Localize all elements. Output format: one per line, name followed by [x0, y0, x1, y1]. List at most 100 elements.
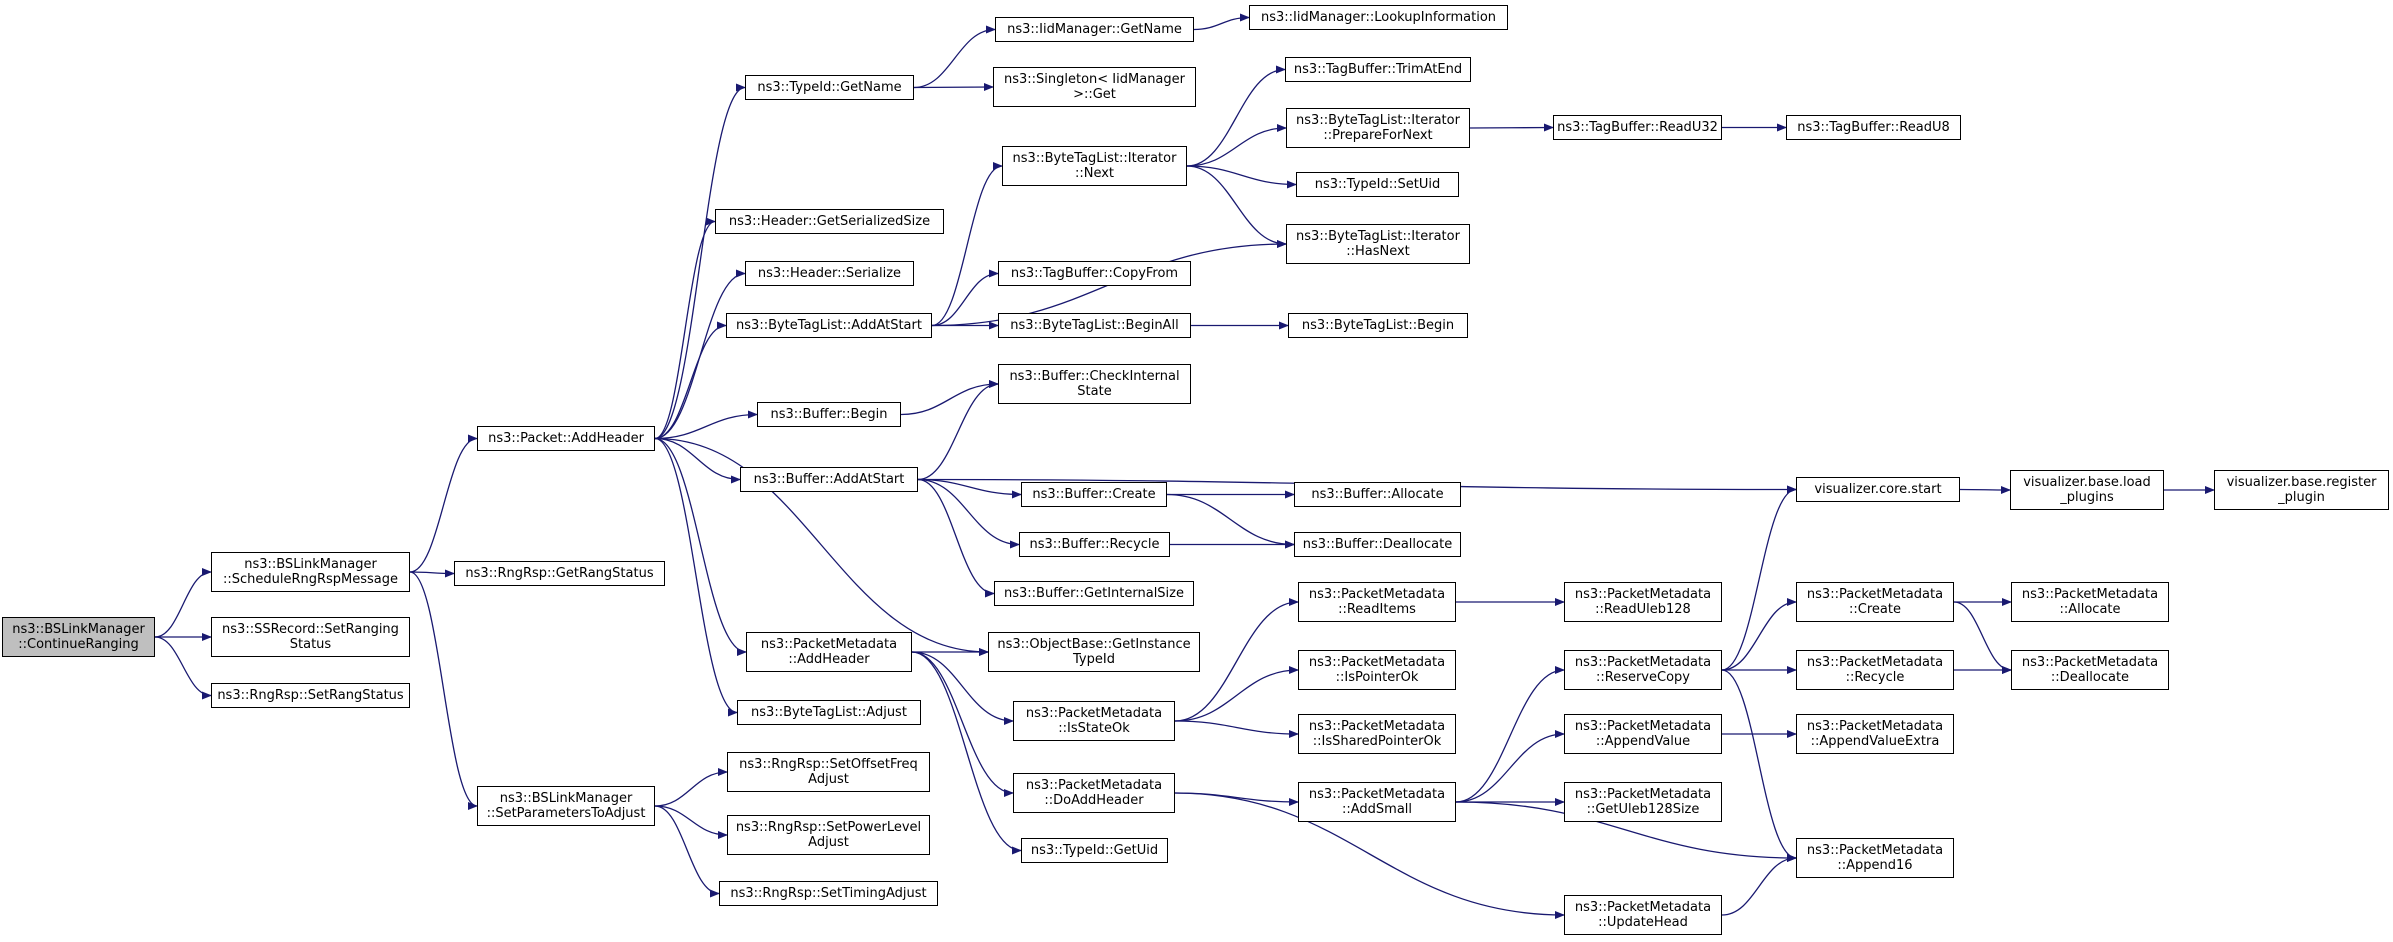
graph-node-n19[interactable]: ns3::Singleton< IidManager >::Get	[993, 67, 1196, 107]
graph-node-n30[interactable]: ns3::TypeId::GetUid	[1021, 838, 1168, 863]
graph-node-n13[interactable]: ns3::PacketMetadata ::AddHeader	[746, 632, 912, 672]
edge-n33-n43	[1469, 123, 1554, 132]
graph-node-n32[interactable]: ns3::TagBuffer::TrimAtEnd	[1285, 57, 1471, 82]
graph-node-label: ns3::ByteTagList::Iterator ::PrepareForN…	[1296, 113, 1460, 143]
graph-node-label: ns3::TagBuffer::ReadU8	[1797, 120, 1950, 135]
graph-node-label: ns3::BSLinkManager ::ScheduleRngRspMessa…	[222, 557, 399, 587]
graph-node-n22[interactable]: ns3::ByteTagList::BeginAll	[998, 313, 1191, 338]
graph-node-label: ns3::ByteTagList::Begin	[1301, 318, 1455, 333]
graph-node-n12[interactable]: ns3::Buffer::AddAtStart	[740, 467, 918, 492]
graph-node-n39[interactable]: ns3::PacketMetadata ::ReadItems	[1298, 582, 1456, 622]
graph-node-label: ns3::PacketMetadata ::DoAddHeader	[1025, 778, 1163, 808]
graph-node-n9[interactable]: ns3::Header::Serialize	[745, 261, 914, 286]
graph-node-n14[interactable]: ns3::ByteTagList::Adjust	[737, 700, 921, 725]
graph-node-n51[interactable]: visualizer.base.load _plugins	[2010, 470, 2164, 510]
edge-n13-n29	[911, 651, 1014, 797]
graph-node-n7[interactable]: ns3::TypeId::GetName	[745, 75, 914, 100]
graph-node-n28[interactable]: ns3::PacketMetadata ::IsStateOk	[1013, 701, 1175, 741]
graph-node-n35[interactable]: ns3::ByteTagList::Iterator ::HasNext	[1286, 224, 1470, 264]
edge-n20-n34	[1186, 165, 1297, 189]
edge-n29-n49	[1174, 792, 1565, 919]
graph-node-label: ns3::Header::GetSerializedSize	[728, 214, 931, 229]
graph-node-n6[interactable]: ns3::BSLinkManager ::SetParametersToAdju…	[477, 786, 655, 826]
graph-node-label: ns3::PacketMetadata ::GetUleb128Size	[1574, 787, 1712, 817]
graph-node-label: ns3::Buffer::Begin	[770, 407, 888, 422]
graph-node-label: ns3::Buffer::Recycle	[1029, 537, 1160, 552]
graph-node-n55[interactable]: ns3::PacketMetadata ::Append16	[1796, 838, 1954, 878]
graph-node-n23[interactable]: ns3::Buffer::CheckInternal State	[998, 364, 1191, 404]
edge-n42-n46	[1455, 666, 1565, 803]
graph-node-n15[interactable]: ns3::RngRsp::SetOffsetFreq Adjust	[727, 752, 930, 792]
graph-node-n0[interactable]: ns3::BSLinkManager ::ContinueRanging	[2, 617, 155, 657]
edge-n42-n47	[1455, 730, 1565, 803]
graph-node-n4[interactable]: ns3::Packet::AddHeader	[477, 426, 655, 451]
graph-node-label: ns3::PacketMetadata ::IsStateOk	[1025, 706, 1163, 736]
graph-node-n54[interactable]: ns3::PacketMetadata ::AppendValueExtra	[1796, 714, 1954, 754]
graph-node-n38[interactable]: ns3::Buffer::Deallocate	[1294, 532, 1461, 557]
graph-node-label: ns3::PacketMetadata ::Allocate	[2021, 587, 2159, 617]
graph-node-label: ns3::PacketMetadata ::AddHeader	[760, 637, 898, 667]
graph-node-n3[interactable]: ns3::RngRsp::SetRangStatus	[211, 683, 410, 708]
graph-node-n52[interactable]: ns3::PacketMetadata ::Create	[1796, 582, 1954, 622]
graph-node-label: ns3::TypeId::GetName	[757, 80, 902, 95]
graph-node-label: ns3::TagBuffer::CopyFrom	[1010, 266, 1179, 281]
graph-node-n10[interactable]: ns3::ByteTagList::AddAtStart	[726, 313, 932, 338]
graph-node-n56[interactable]: visualizer.base.register _plugin	[2214, 470, 2389, 510]
graph-node-n18[interactable]: ns3::IidManager::GetName	[995, 17, 1194, 42]
edge-n24-n38	[1166, 493, 1295, 549]
graph-node-n53[interactable]: ns3::PacketMetadata ::Recycle	[1796, 650, 1954, 690]
graph-node-label: ns3::ByteTagList::Iterator ::HasNext	[1296, 229, 1460, 259]
graph-node-label: ns3::TypeId::SetUid	[1314, 177, 1441, 192]
graph-node-n44[interactable]: visualizer.core.start	[1796, 477, 1960, 502]
graph-node-n46[interactable]: ns3::PacketMetadata ::ReserveCopy	[1564, 650, 1722, 690]
graph-node-n48[interactable]: ns3::PacketMetadata ::GetUleb128Size	[1564, 782, 1722, 822]
graph-node-n2[interactable]: ns3::SSRecord::SetRanging Status	[211, 617, 410, 657]
graph-node-n36[interactable]: ns3::ByteTagList::Begin	[1288, 313, 1468, 338]
edge-n10-n21	[931, 269, 999, 327]
graph-node-n1[interactable]: ns3::BSLinkManager ::ScheduleRngRspMessa…	[211, 552, 410, 592]
graph-node-n8[interactable]: ns3::Header::GetSerializedSize	[715, 209, 944, 234]
graph-node-n20[interactable]: ns3::ByteTagList::Iterator ::Next	[1002, 146, 1187, 186]
graph-node-label: ns3::Buffer::Allocate	[1311, 487, 1444, 502]
graph-node-label: ns3::PacketMetadata ::ReadItems	[1308, 587, 1446, 617]
graph-node-n45[interactable]: ns3::PacketMetadata ::ReadUleb128	[1564, 582, 1722, 622]
graph-node-n24[interactable]: ns3::Buffer::Create	[1021, 482, 1167, 507]
edge-n20-n32	[1186, 65, 1286, 167]
graph-node-label: ns3::RngRsp::SetPowerLevel Adjust	[735, 820, 922, 850]
graph-node-label: ns3::ObjectBase::GetInstance TypeId	[997, 637, 1191, 667]
graph-node-n27[interactable]: ns3::ObjectBase::GetInstance TypeId	[988, 632, 1200, 672]
graph-node-n5[interactable]: ns3::RngRsp::GetRangStatus	[454, 561, 665, 586]
graph-node-n25[interactable]: ns3::Buffer::Recycle	[1019, 532, 1170, 557]
edge-n29-n42	[1174, 792, 1299, 806]
graph-node-n34[interactable]: ns3::TypeId::SetUid	[1296, 172, 1459, 197]
graph-node-label: ns3::PacketMetadata ::Append16	[1806, 843, 1944, 873]
graph-node-n49[interactable]: ns3::PacketMetadata ::UpdateHead	[1564, 895, 1722, 935]
graph-node-n40[interactable]: ns3::PacketMetadata ::IsPointerOk	[1298, 650, 1456, 690]
edge-n4-n14	[654, 437, 738, 717]
graph-node-label: ns3::PacketMetadata ::AddSmall	[1308, 787, 1446, 817]
graph-node-n37[interactable]: ns3::Buffer::Allocate	[1294, 482, 1461, 507]
graph-node-n16[interactable]: ns3::RngRsp::SetPowerLevel Adjust	[727, 815, 930, 855]
graph-node-n58[interactable]: ns3::PacketMetadata ::Deallocate	[2011, 650, 2169, 690]
edge-n7-n19	[913, 83, 994, 92]
graph-node-label: ns3::IidManager::GetName	[1007, 22, 1182, 37]
graph-node-label: ns3::RngRsp::GetRangStatus	[465, 566, 654, 581]
graph-node-label: ns3::RngRsp::SetOffsetFreq Adjust	[739, 757, 918, 787]
graph-node-label: ns3::SSRecord::SetRanging Status	[222, 622, 399, 652]
graph-node-n29[interactable]: ns3::PacketMetadata ::DoAddHeader	[1013, 773, 1175, 813]
graph-node-n17[interactable]: ns3::RngRsp::SetTimingAdjust	[719, 881, 938, 906]
graph-node-n31[interactable]: ns3::IidManager::LookupInformation	[1249, 5, 1508, 30]
graph-node-label: ns3::Buffer::GetInternalSize	[1004, 586, 1184, 601]
graph-node-n41[interactable]: ns3::PacketMetadata ::IsSharedPointerOk	[1298, 714, 1456, 754]
graph-node-label: ns3::PacketMetadata ::IsSharedPointerOk	[1308, 719, 1446, 749]
graph-node-n43[interactable]: ns3::TagBuffer::ReadU32	[1553, 115, 1722, 140]
graph-node-n57[interactable]: ns3::PacketMetadata ::Allocate	[2011, 582, 2169, 622]
graph-node-n33[interactable]: ns3::ByteTagList::Iterator ::PrepareForN…	[1286, 108, 1470, 148]
graph-node-n50[interactable]: ns3::TagBuffer::ReadU8	[1786, 115, 1961, 140]
graph-node-n26[interactable]: ns3::Buffer::GetInternalSize	[994, 581, 1194, 606]
graph-node-n11[interactable]: ns3::Buffer::Begin	[757, 402, 901, 427]
graph-node-n47[interactable]: ns3::PacketMetadata ::AppendValue	[1564, 714, 1722, 754]
graph-node-n42[interactable]: ns3::PacketMetadata ::AddSmall	[1298, 782, 1456, 822]
edge-n13-n30	[911, 651, 1022, 855]
graph-node-n21[interactable]: ns3::TagBuffer::CopyFrom	[998, 261, 1191, 286]
